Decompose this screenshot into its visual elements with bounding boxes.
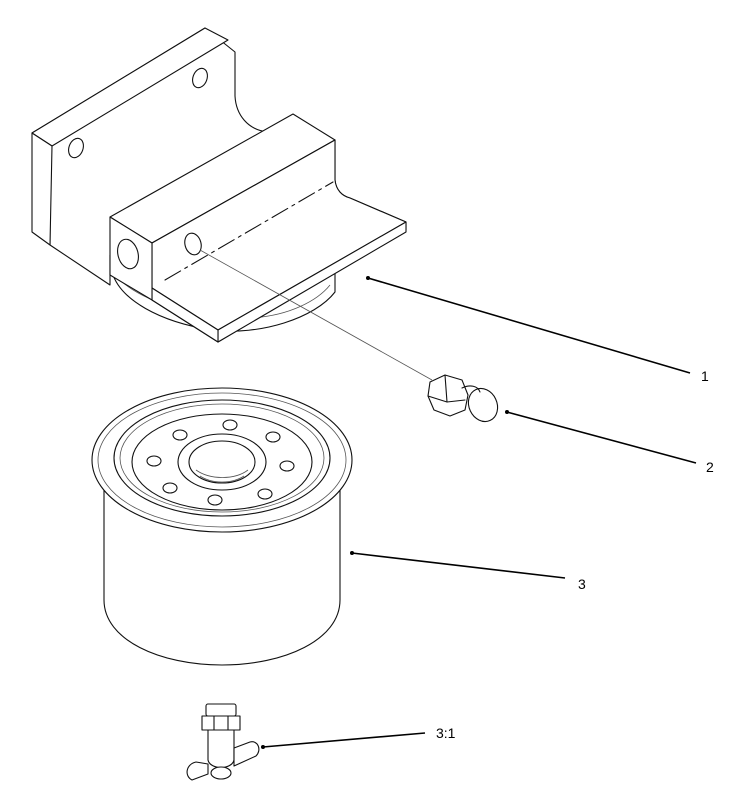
assembly-line xyxy=(199,249,433,381)
baseplate-hole-4 xyxy=(279,460,295,472)
callout-3-group: 3 xyxy=(350,551,586,592)
outlet-port xyxy=(184,232,202,256)
filter-seal-inner xyxy=(119,403,325,513)
leader-line-1 xyxy=(367,277,691,374)
valve-body xyxy=(207,729,235,769)
baseplate-hole-1 xyxy=(172,429,188,441)
callout-1-group: 1 xyxy=(366,276,709,384)
baseplate-hole-2 xyxy=(222,419,238,431)
plug-hex-edge-2 xyxy=(427,395,448,403)
part-3-filter xyxy=(91,387,353,666)
baseplate-hole-7 xyxy=(162,482,178,494)
thread-line-1 xyxy=(195,469,249,478)
leader-line-3 xyxy=(351,552,566,579)
baseplate-hole-3 xyxy=(265,431,281,443)
valve-wing-left xyxy=(186,761,209,781)
baseplate-hole-5 xyxy=(257,488,273,500)
center-thread xyxy=(188,440,256,484)
plug-hex-edge-1 xyxy=(444,374,448,403)
leader-line-3-1 xyxy=(262,732,426,748)
callout-label-1: 1 xyxy=(701,368,709,384)
bracket-side-edge xyxy=(31,132,53,246)
bracket-hole-upper xyxy=(192,67,208,89)
baseplate-hole-8 xyxy=(146,455,162,467)
bracket-hole-lower xyxy=(68,137,84,159)
valve-wing-right xyxy=(233,741,260,767)
plug-hex xyxy=(427,374,469,417)
leader-line-2 xyxy=(506,411,697,464)
plug-cap xyxy=(467,387,499,423)
callout-label-3-1: 3:1 xyxy=(436,725,456,741)
callout-label-3: 3 xyxy=(578,576,586,592)
inlet-port xyxy=(117,238,139,270)
part-1-filter-head xyxy=(31,27,407,343)
valve-nozzle xyxy=(210,766,232,780)
part-3-1-drain-valve xyxy=(186,703,260,781)
plug-hex-edge-3 xyxy=(446,399,466,403)
callout-label-2: 2 xyxy=(706,459,714,475)
centerline xyxy=(164,181,334,281)
valve-thread-top xyxy=(205,703,237,717)
valve-hex xyxy=(201,715,241,731)
callout-2-group: 2 xyxy=(505,410,714,475)
callout-3-1-group: 3:1 xyxy=(261,725,456,749)
baseplate-hole-6 xyxy=(207,494,223,506)
part-2-plug xyxy=(427,374,499,423)
filter-rim-inner xyxy=(97,392,347,528)
plug-cap-shading xyxy=(461,385,481,393)
thread-line-2 xyxy=(199,475,245,483)
